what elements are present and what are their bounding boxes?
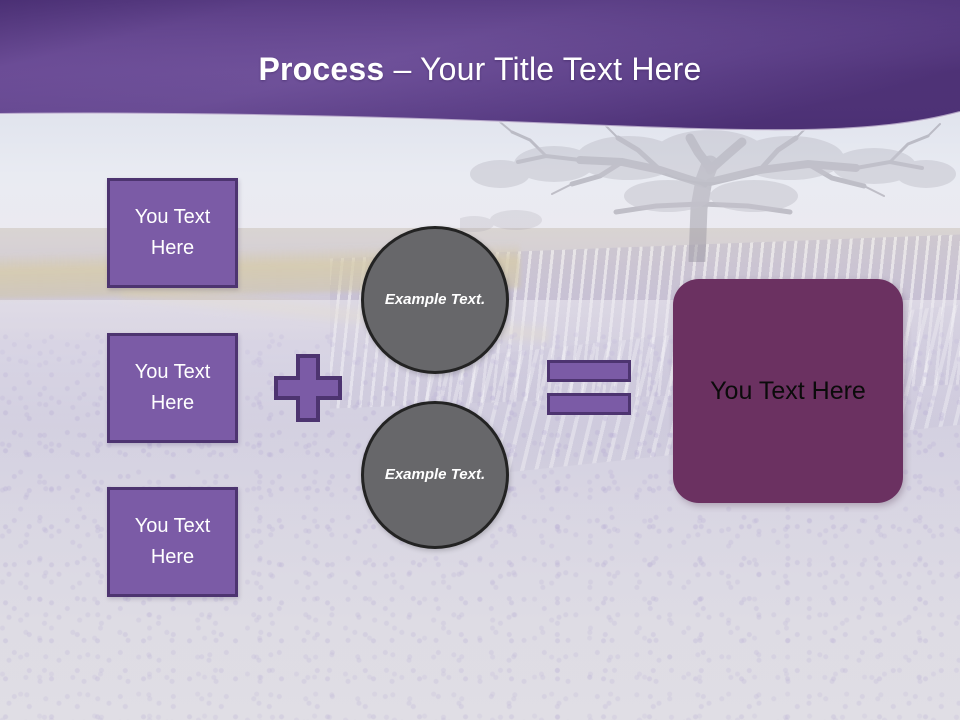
result-box-label: You Text Here xyxy=(710,377,866,405)
input-box-1[interactable]: You Text Here xyxy=(107,178,238,288)
input-box-2-label: You Text Here xyxy=(134,361,211,414)
plus-sign-icon xyxy=(274,354,342,422)
input-box-3-label: You Text Here xyxy=(134,515,211,568)
process-circle-2[interactable]: Example Text. xyxy=(361,401,509,549)
process-circle-1-label: Example Text. xyxy=(384,291,486,308)
input-box-1-label: You Text Here xyxy=(134,206,211,259)
page-title-bold: Process xyxy=(258,51,385,87)
input-box-3[interactable]: You Text Here xyxy=(107,487,238,597)
input-box-2[interactable]: You Text Here xyxy=(107,333,238,443)
tree-silhouette-icon xyxy=(460,112,960,262)
result-box[interactable]: You Text Here xyxy=(673,279,903,503)
process-circle-1[interactable]: Example Text. xyxy=(361,226,509,374)
page-title: Process – Your Title Text Here xyxy=(0,48,960,90)
equals-sign-icon xyxy=(547,360,631,415)
equals-bar-bottom xyxy=(547,393,631,415)
page-title-rest: – Your Title Text Here xyxy=(384,51,702,87)
title-banner xyxy=(0,0,960,140)
process-circle-2-label: Example Text. xyxy=(384,466,486,483)
equals-bar-top xyxy=(547,360,631,382)
